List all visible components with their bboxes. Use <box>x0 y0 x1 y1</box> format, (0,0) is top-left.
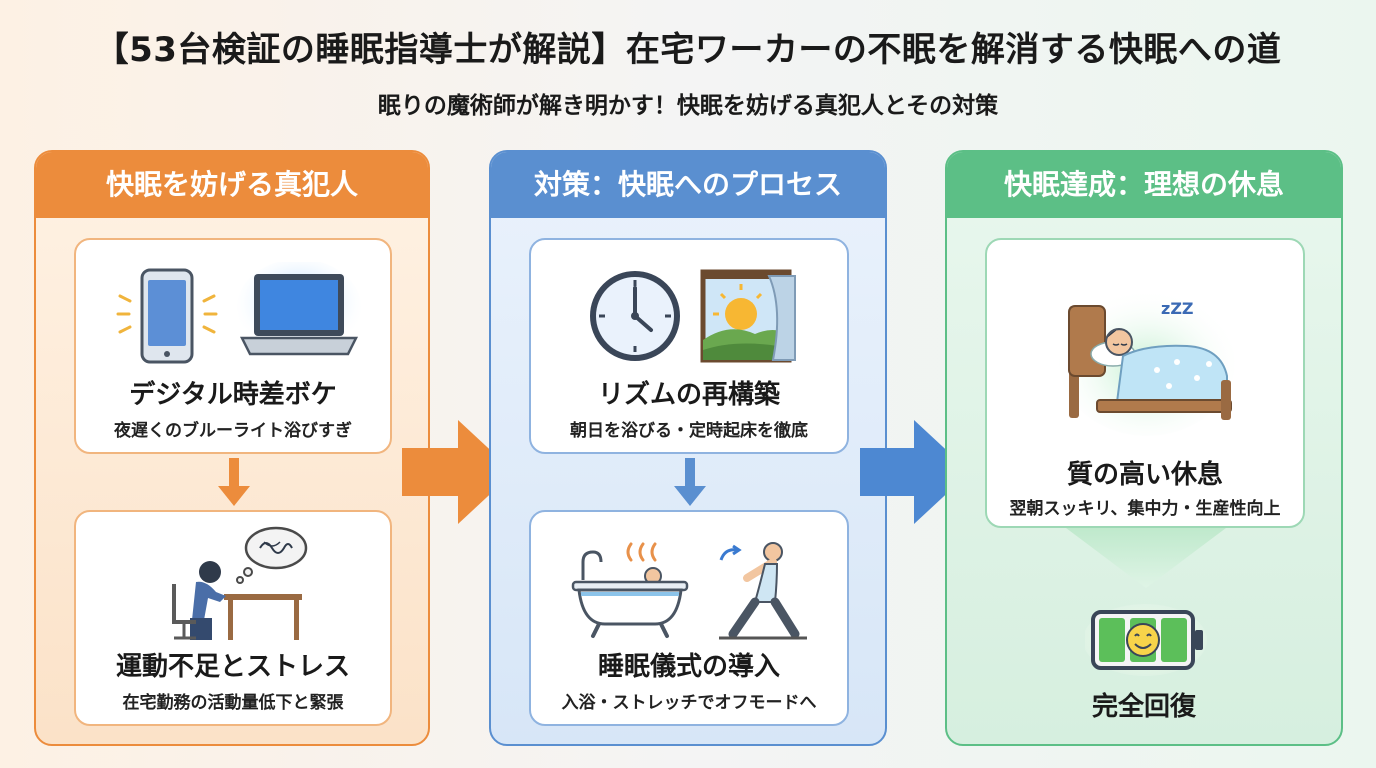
stressed-worker-icon <box>172 526 308 640</box>
page-subtitle: 眠りの魔術師が解き明かす！快眠を妨げる真犯人とその対策 <box>377 93 999 119</box>
culprit-column: 快眠を妨げる真犯人 デジタル時差ボケ 夜遅くのブルーライト浴びすぎ <box>34 150 430 746</box>
laptop-icon <box>237 262 361 356</box>
bathtub-icon <box>571 542 689 638</box>
stretching-person-icon <box>719 542 807 640</box>
card-description: 朝日を浴びる・定時起床を徹底 <box>570 421 808 441</box>
sleeping-in-bed-icon: zZZ <box>1059 288 1235 436</box>
process-column-heading: 対策：快眠へのプロセス <box>491 152 885 218</box>
card-title: デジタル時差ボケ <box>129 380 337 410</box>
right-arrow-icon <box>860 420 970 524</box>
rhythm-card: リズムの再構築 朝日を浴びる・定時起床を徹底 <box>529 238 849 454</box>
card-title: 睡眠儀式の導入 <box>597 652 780 682</box>
right-arrow-icon <box>402 420 514 524</box>
result-column: 快眠達成：理想の休息 zZZ 質の高い休息 翌朝スッキリ、集中力・生産性向上 <box>945 150 1343 746</box>
morning-window-icon <box>700 269 796 363</box>
full-recovery-label: 完全回復 <box>1091 692 1196 722</box>
zzz-icon: zZZ <box>1161 299 1194 318</box>
digital-jetlag-card: デジタル時差ボケ 夜遅くのブルーライト浴びすぎ <box>74 238 392 454</box>
process-column: 対策：快眠へのプロセス リズムの再構築 朝日を浴びる・定時起床を徹底 <box>489 150 887 746</box>
culprit-column-heading: 快眠を妨げる真犯人 <box>36 152 428 218</box>
page-title: 【53台検証の睡眠指導士が解説】在宅ワーカーの不眠を解消する快眠への道 <box>94 30 1282 70</box>
card-title: 運動不足とストレス <box>115 652 350 682</box>
card-title: リズムの再構築 <box>597 380 780 410</box>
smartphone-icon <box>116 268 218 364</box>
down-arrow-icon <box>218 458 250 506</box>
down-arrow-icon <box>674 458 706 506</box>
result-column-heading: 快眠達成：理想の休息 <box>947 152 1341 218</box>
card-description: 在宅勤務の活動量低下と緊張 <box>122 693 344 713</box>
card-description: 夜遅くのブルーライト浴びすぎ <box>114 421 352 441</box>
battery-full-icon <box>1085 604 1207 676</box>
card-description: 翌朝スッキリ、集中力・生産性向上 <box>1009 499 1281 519</box>
card-title: 質の高い休息 <box>1066 460 1223 490</box>
sleep-ritual-card: 睡眠儀式の導入 入浴・ストレッチでオフモードへ <box>529 510 849 726</box>
quality-rest-card: zZZ 質の高い休息 翌朝スッキリ、集中力・生産性向上 <box>985 238 1305 528</box>
down-glow-arrow-icon <box>1066 528 1226 588</box>
card-description: 入浴・ストレッチでオフモードへ <box>561 693 817 713</box>
clock-icon <box>590 271 680 361</box>
exercise-stress-card: 運動不足とストレス 在宅勤務の活動量低下と緊張 <box>74 510 392 726</box>
